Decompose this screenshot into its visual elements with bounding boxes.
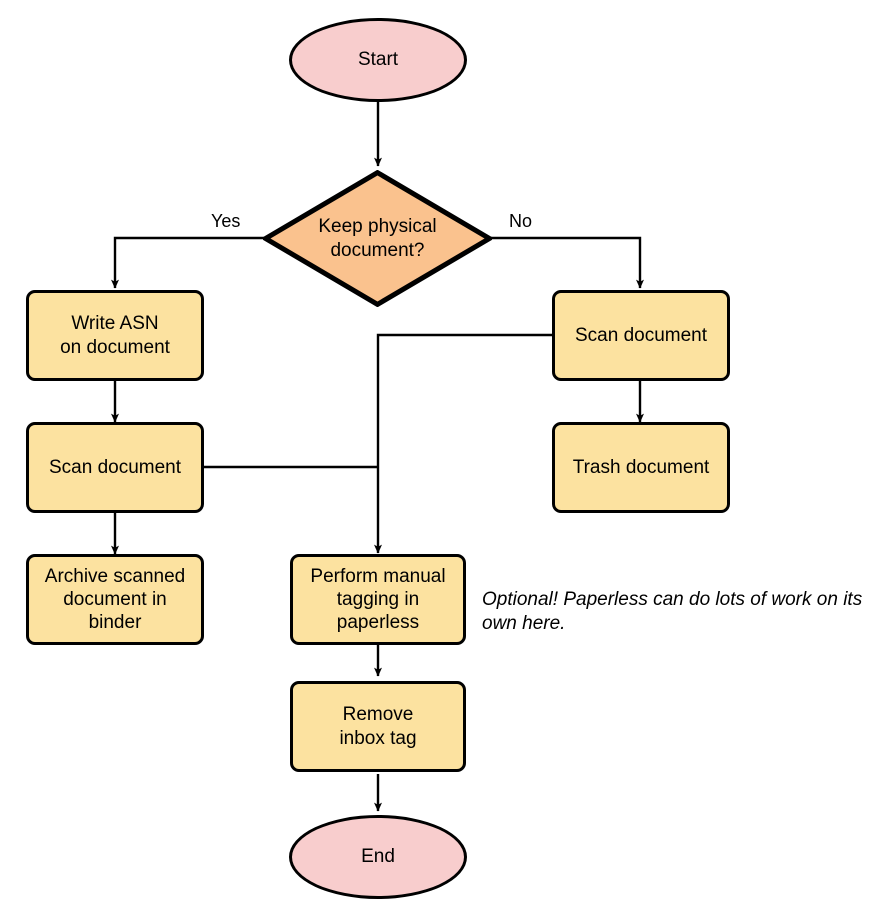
edge-label-no: No: [509, 211, 533, 231]
edge-label-yes: Yes: [211, 211, 241, 231]
edge-decision-no-to-scan-right: [490, 236, 644, 289]
node-scan-document-right[interactable]: Scan document: [552, 290, 730, 381]
node-end-label: End: [361, 846, 395, 868]
node-trash-document[interactable]: Trash document: [552, 422, 730, 513]
node-write-asn-on-document[interactable]: Write ASN on document: [26, 290, 204, 381]
node-scan-document-right-label: Scan document: [574, 324, 708, 346]
node-perform-manual-tagging[interactable]: Perform manual tagging in paperless: [290, 554, 466, 645]
node-scan-document-left-label: Scan document: [48, 456, 182, 478]
node-decision-label: Keep physical document?: [318, 216, 437, 261]
node-scan-document-left[interactable]: Scan document: [26, 422, 204, 513]
node-write-asn-label: Write ASN on document: [60, 313, 170, 358]
node-manual-tagging-label: Perform manual tagging in paperless: [310, 565, 446, 634]
node-remove-inbox-tag-label: Remove inbox tag: [339, 704, 417, 749]
node-trash-document-label: Trash document: [572, 456, 710, 478]
node-archive-binder-label: Archive scanned document in binder: [44, 565, 186, 634]
node-decision-keep-physical-document[interactable]: Keep physical document?: [263, 170, 492, 307]
node-start[interactable]: Start: [289, 18, 467, 102]
node-remove-inbox-tag[interactable]: Remove inbox tag: [290, 681, 466, 772]
edge-decision-yes-to-write-asn: [111, 236, 265, 289]
annotation-optional-note: Optional! Paperless can do lots of work …: [482, 589, 863, 635]
node-end[interactable]: End: [289, 815, 467, 899]
node-archive-scanned-document-in-binder[interactable]: Archive scanned document in binder: [26, 554, 204, 645]
edge-scan-right-to-manual-tagging: [374, 333, 552, 554]
node-start-label: Start: [357, 49, 399, 71]
diamond-shape: [263, 170, 492, 307]
